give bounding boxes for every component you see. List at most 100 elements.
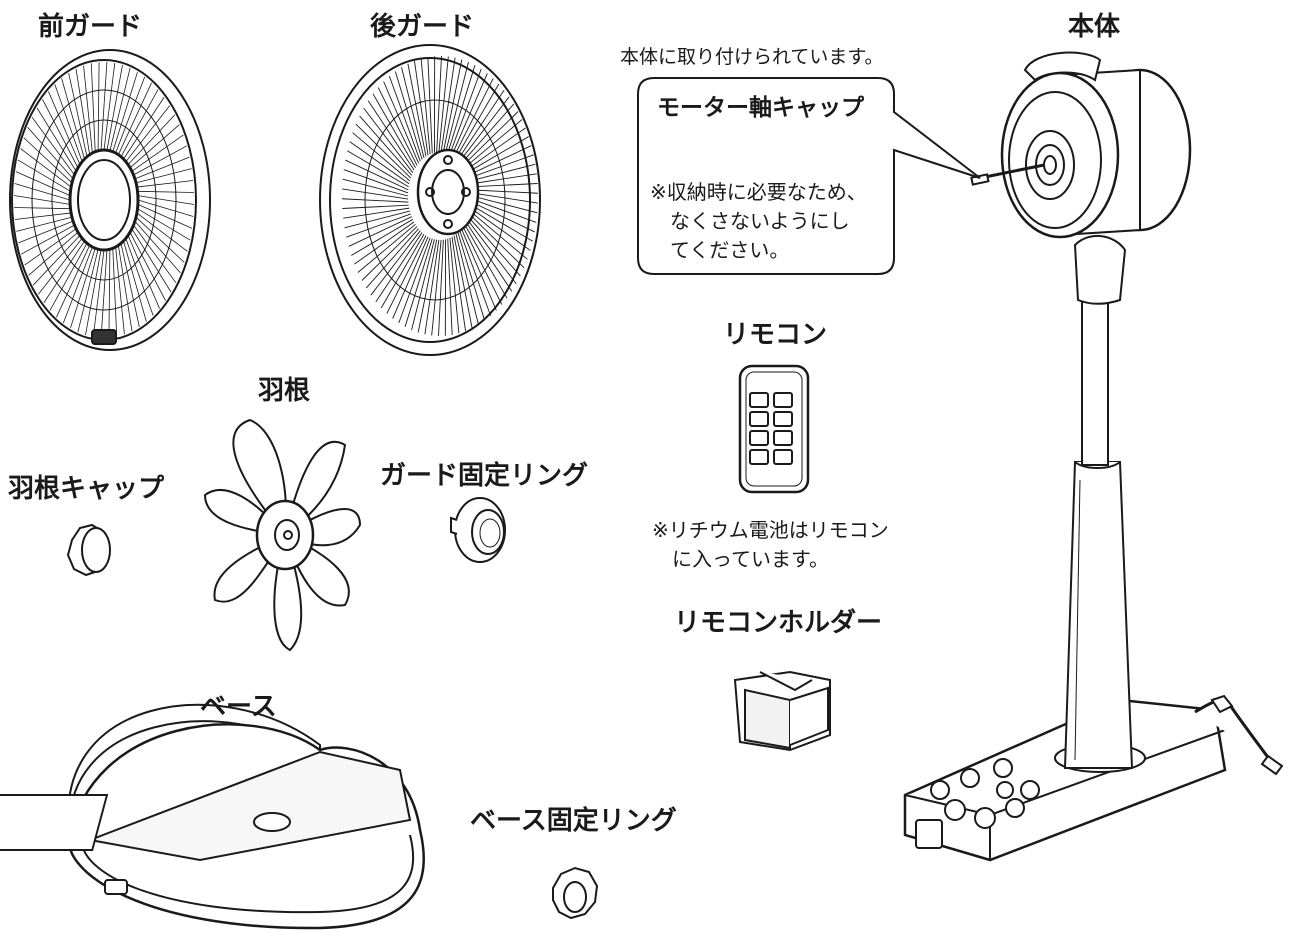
base-ring-label: ベース固定リング	[470, 806, 677, 836]
front-guard-wire	[92, 249, 105, 338]
rear-guard-wire	[345, 159, 409, 191]
rear-guard-illustration	[319, 44, 541, 356]
rear-guard-wire	[354, 221, 415, 265]
front-guard-wire	[14, 183, 71, 201]
front-guard-wire	[18, 220, 74, 244]
rear-guard-wire	[459, 96, 510, 162]
rear-guard-wire	[457, 89, 505, 160]
front-guard-wire	[28, 231, 79, 276]
rear-guard-wire	[442, 59, 463, 153]
rear-guard-wire	[471, 183, 538, 188]
base-label: ベース	[200, 692, 277, 722]
front-guard-wire	[37, 238, 83, 295]
rear-guard-wire	[457, 232, 486, 321]
front-guard-wire	[14, 212, 72, 220]
rear-guard-wire	[392, 236, 429, 319]
rear-guard-wire	[346, 213, 411, 238]
front-guard-wire	[118, 82, 152, 155]
rear-guard-wire	[467, 216, 521, 277]
rear-guard-wire	[471, 192, 538, 204]
rear-guard-wire	[372, 93, 416, 168]
front-guard-wire	[56, 245, 90, 318]
front-guard-wire	[54, 84, 83, 162]
rear-guard-wire	[464, 119, 523, 169]
rear-guard-wire	[417, 239, 438, 333]
rear-guard-wire	[469, 154, 534, 179]
front-guard-wire	[100, 62, 108, 151]
front-guard-wire	[21, 224, 75, 255]
front-guard-wire	[85, 249, 102, 336]
rear-guard-wire	[398, 237, 431, 324]
front-guard-wire	[129, 124, 180, 169]
rear-guard-wire	[431, 239, 442, 336]
rear-guard-wire	[465, 127, 526, 171]
front-guard-wire	[61, 78, 85, 160]
guard-ring-illustration	[450, 497, 506, 563]
front-guard-wire	[131, 228, 172, 293]
rear-guard-wire	[453, 235, 473, 329]
front-guard-wire	[135, 168, 192, 184]
front-guard-wire	[70, 248, 96, 329]
motor-cap-note-line-3: てください。	[670, 238, 790, 262]
front-guard-wire	[115, 76, 146, 154]
front-guard-wire	[108, 249, 111, 338]
front-guard-wire	[123, 97, 165, 160]
rear-guard-wire	[462, 226, 503, 305]
front-guard-wire	[117, 245, 133, 332]
rear-guard-wire	[380, 233, 425, 309]
front-guard-wire	[83, 65, 93, 154]
front-guard-wire	[20, 148, 72, 188]
main-body-illustration	[903, 51, 1284, 862]
rear-guard-wire	[470, 173, 537, 185]
front-guard-wire	[68, 73, 88, 157]
rear-guard-wire	[471, 195, 538, 214]
front-guard-wire	[133, 224, 177, 284]
front-guard-wire	[42, 99, 79, 169]
front-guard-wire	[90, 63, 96, 152]
rear-guard-label: 後ガード	[370, 12, 475, 42]
front-guard-wire	[100, 249, 108, 338]
front-guard-wire	[134, 156, 190, 180]
front-guard-wire	[134, 220, 181, 274]
rear-guard-wire	[363, 107, 414, 173]
rear-guard-wire	[386, 235, 427, 314]
blade-label: 羽根	[258, 376, 311, 406]
front-guard-wire	[43, 240, 85, 303]
rear-guard-wire	[447, 238, 453, 335]
rear-guard-wire	[361, 226, 418, 281]
remote-label: リモコン	[723, 320, 828, 350]
rear-guard-wire	[377, 87, 418, 166]
rear-guard-wire	[451, 73, 488, 156]
front-guard-wire	[112, 248, 118, 337]
front-guard-wire	[137, 195, 195, 205]
front-guard-wire	[48, 91, 81, 165]
rear-guard-wire	[341, 198, 409, 203]
front-guard-wire	[129, 231, 166, 301]
rear-guard-wire	[375, 232, 423, 303]
battery-note-line-2: に入っています。	[672, 547, 829, 571]
rear-guard-wire	[449, 68, 482, 155]
front-guard-wire	[112, 71, 138, 152]
rear-guard-wire	[471, 204, 533, 242]
front-guard-wire	[137, 203, 193, 229]
front-guard-wire	[27, 126, 74, 180]
remote-holder-illustration	[733, 670, 831, 752]
rear-guard-wire	[464, 224, 508, 299]
front-guard-wire	[16, 216, 73, 232]
front-guard-wire	[125, 238, 154, 316]
front-guard-wire	[123, 240, 147, 322]
front-guard-wire	[103, 62, 116, 151]
front-guard-wire	[125, 105, 171, 162]
rear-guard-wire	[351, 218, 414, 256]
rear-guard-wire	[342, 204, 409, 209]
front-guard-wire	[120, 243, 140, 327]
rear-guard-wire	[466, 136, 529, 174]
front-guard-wire	[137, 208, 191, 241]
front-guard-wire	[131, 134, 184, 172]
rear-guard-wire	[440, 57, 456, 153]
base-illustration	[0, 704, 426, 930]
rear-guard-wire	[451, 236, 467, 332]
rear-guard-wire	[367, 100, 415, 171]
front-guard-wire	[31, 116, 75, 176]
front-guard-wire	[137, 199, 194, 217]
